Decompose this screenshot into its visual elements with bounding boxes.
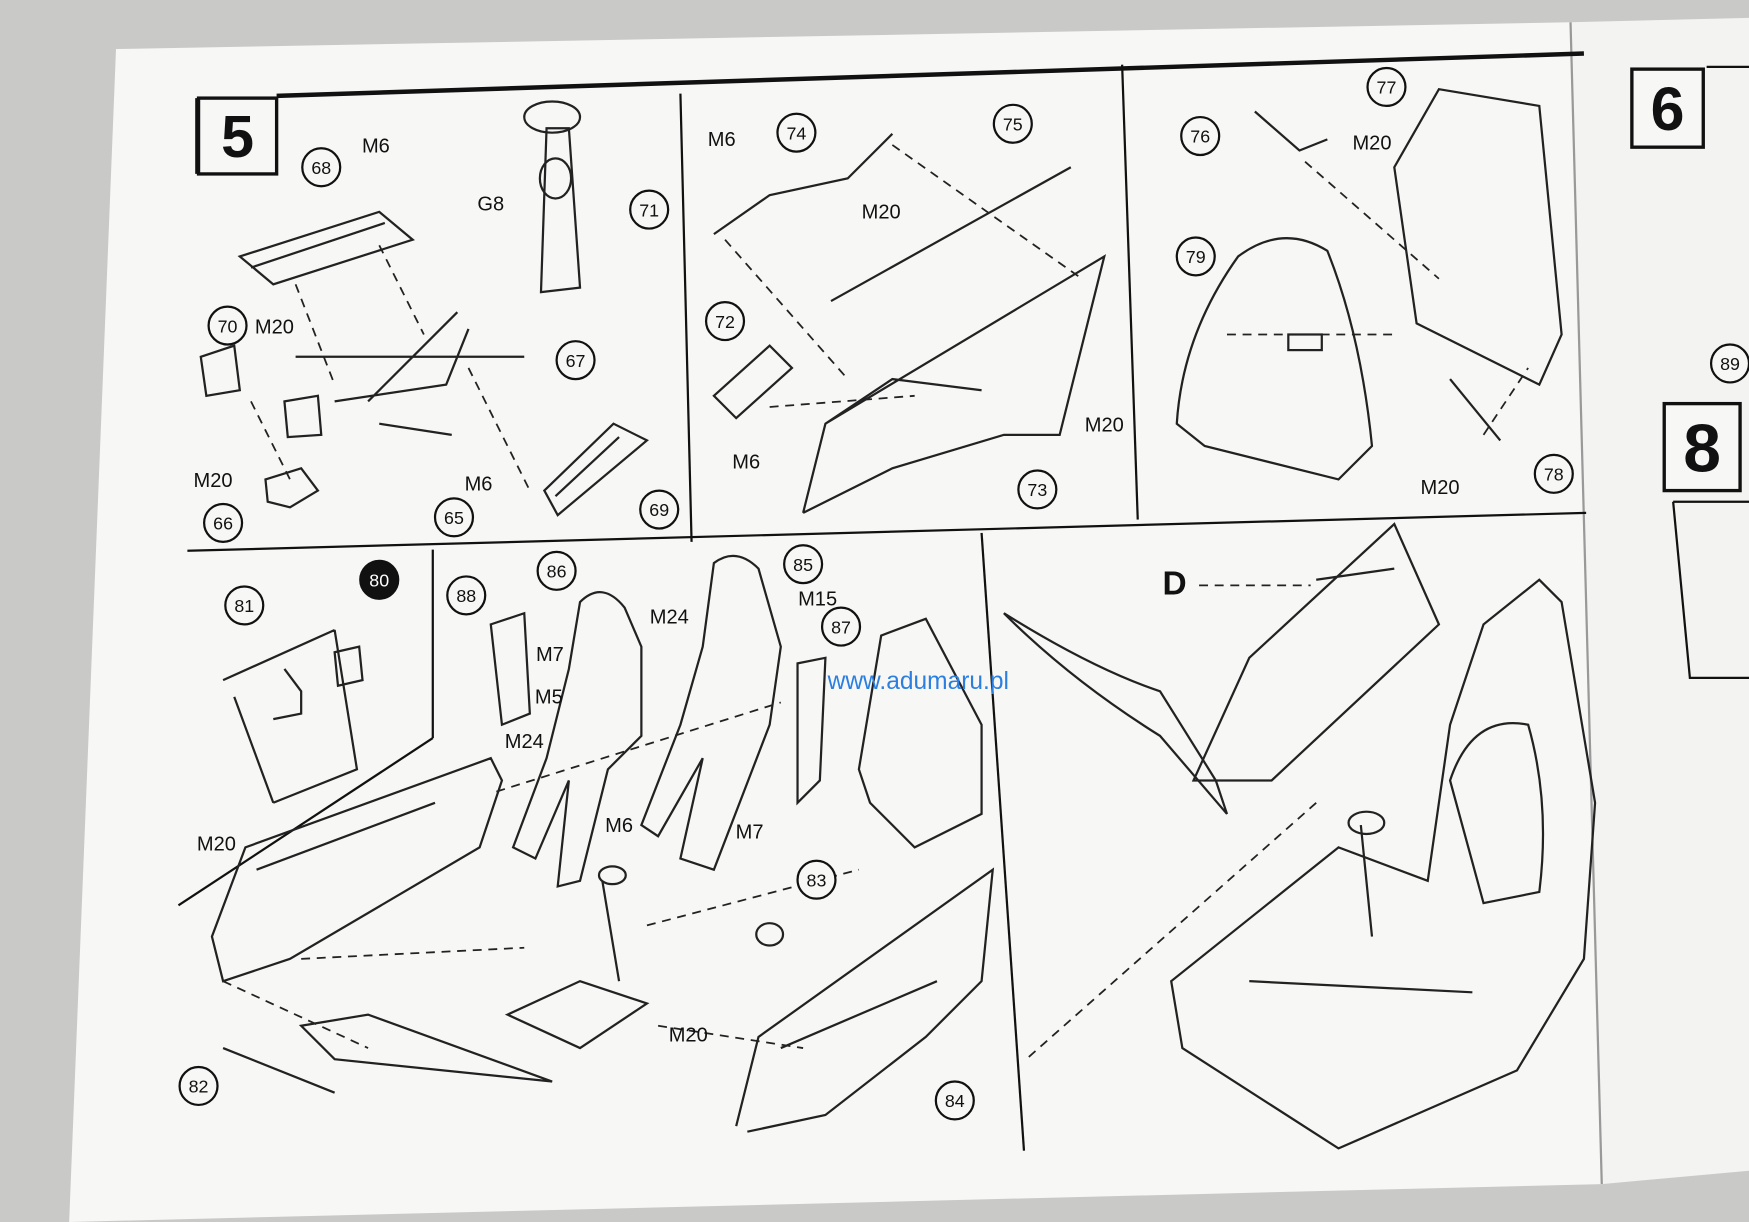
- part-label-m24: M24: [505, 731, 544, 753]
- right-page: [1570, 17, 1749, 1185]
- part-label-m20: M20: [862, 202, 901, 224]
- assembly-drawings: [199, 87, 1597, 1150]
- part-label-m20: M20: [197, 834, 236, 856]
- svg-text:89: 89: [1720, 354, 1740, 374]
- part-callout-75: 75: [992, 103, 1033, 144]
- part-label-m6: M6: [362, 136, 390, 158]
- part-callout-83: 83: [796, 859, 837, 900]
- step-number: 8: [1683, 411, 1721, 486]
- part-callout-74: 74: [776, 112, 817, 153]
- part-callout-85: 85: [783, 544, 824, 585]
- part-label-m6: M6: [708, 129, 736, 151]
- part-callout-82: 82: [178, 1065, 219, 1107]
- svg-text:70: 70: [218, 316, 238, 336]
- part-callout-73: 73: [1017, 469, 1058, 510]
- part-callout-66: 66: [203, 502, 244, 543]
- part-label-m6: M6: [605, 815, 633, 837]
- part-callout-89: 89: [1709, 343, 1749, 384]
- page-fold: [1569, 22, 1603, 1185]
- svg-text:84: 84: [945, 1091, 965, 1111]
- svg-text:74: 74: [786, 123, 806, 143]
- svg-text:77: 77: [1377, 78, 1397, 98]
- step-number: 5: [221, 103, 254, 170]
- part-callout-70: 70: [207, 305, 248, 346]
- part-callout-65: 65: [433, 497, 475, 538]
- svg-text:78: 78: [1544, 465, 1564, 485]
- part-label-g8: G8: [477, 194, 504, 216]
- part-label-m5: M5: [535, 687, 563, 709]
- svg-text:72: 72: [715, 312, 735, 332]
- part-label-m15: M15: [798, 588, 837, 610]
- part-label-m20: M20: [194, 470, 233, 492]
- svg-text:68: 68: [311, 158, 331, 178]
- part-label-m6: M6: [465, 474, 493, 496]
- part-callout-69: 69: [639, 489, 680, 530]
- part-callout-67: 67: [555, 340, 596, 381]
- part-label-m20: M20: [1352, 132, 1391, 154]
- part-label-m6: M6: [732, 451, 760, 473]
- svg-text:76: 76: [1190, 127, 1210, 147]
- svg-text:83: 83: [807, 870, 827, 890]
- part-callout-81: 81: [224, 585, 265, 626]
- svg-text:87: 87: [831, 617, 851, 637]
- part-callout-80: 80: [359, 559, 400, 600]
- part-callout-76: 76: [1180, 115, 1221, 157]
- svg-text:66: 66: [213, 514, 233, 534]
- svg-text:73: 73: [1027, 480, 1047, 500]
- svg-text:67: 67: [566, 351, 586, 371]
- svg-text:81: 81: [234, 596, 254, 616]
- step-6-box: 6: [1630, 67, 1705, 149]
- part-callout-79: 79: [1175, 236, 1216, 277]
- step-8-box: 8: [1662, 401, 1742, 493]
- part-label-m20: M20: [1421, 477, 1460, 499]
- part-callout-77: 77: [1366, 66, 1407, 108]
- part-label-m24: M24: [650, 606, 689, 628]
- panel-dividers: [177, 51, 1749, 1151]
- part-label-m7: M7: [736, 821, 764, 843]
- part-callout-78: 78: [1533, 453, 1574, 494]
- svg-text:71: 71: [639, 200, 659, 220]
- step-5-box: 5: [196, 96, 279, 176]
- part-callout-68: 68: [301, 147, 342, 188]
- svg-text:80: 80: [369, 570, 389, 590]
- part-callout-84: 84: [934, 1080, 975, 1121]
- svg-text:85: 85: [793, 555, 813, 575]
- step-number: 6: [1651, 75, 1685, 143]
- svg-text:65: 65: [444, 508, 464, 528]
- part-label-d: D: [1162, 565, 1186, 602]
- svg-text:88: 88: [456, 586, 476, 606]
- part-callout-86: 86: [536, 550, 577, 591]
- part-callout-72: 72: [704, 301, 746, 342]
- svg-text:86: 86: [547, 562, 567, 582]
- part-callout-71: 71: [629, 189, 670, 230]
- part-callout-88: 88: [446, 575, 487, 616]
- svg-text:79: 79: [1186, 247, 1206, 267]
- svg-text:69: 69: [649, 500, 669, 520]
- part-label-m7: M7: [536, 644, 564, 666]
- svg-text:75: 75: [1003, 114, 1023, 134]
- part-callout-87: 87: [820, 606, 862, 647]
- part-label-m20: M20: [255, 316, 294, 338]
- part-label-m20: M20: [1085, 414, 1124, 436]
- watermark: www.adumaru.pl: [827, 668, 1009, 695]
- part-label-m20: M20: [669, 1024, 708, 1046]
- svg-text:82: 82: [189, 1077, 209, 1097]
